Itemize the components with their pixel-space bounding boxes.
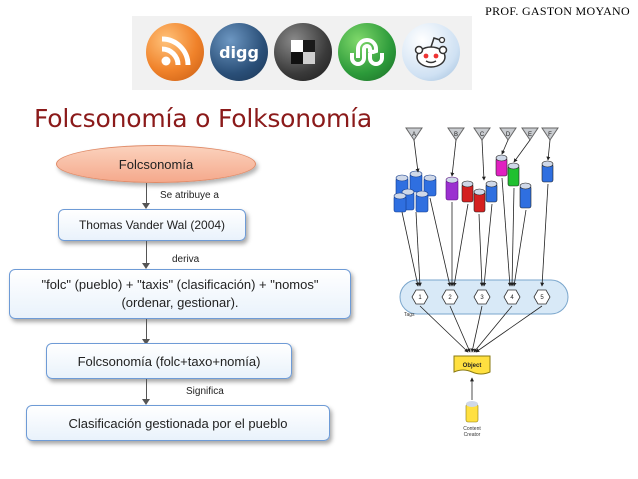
object-node: Object	[453, 355, 491, 375]
tag-letter-b: B	[447, 127, 465, 141]
connector-arrow-4	[142, 379, 150, 405]
user-cylinders	[393, 154, 554, 213]
etymology-line-2: (ordenar, gestionar).	[121, 295, 239, 310]
svg-text:Object: Object	[463, 363, 482, 369]
svg-text:C: C	[480, 132, 485, 138]
svg-text:digg: digg	[219, 43, 259, 62]
svg-text:D: D	[506, 132, 511, 138]
tag-number-2: 2	[448, 295, 452, 301]
edge-label-significa: Significa	[186, 386, 224, 397]
folcsonomia-node: Folcsonomía	[56, 145, 256, 183]
tag-letter-c: C	[473, 127, 491, 141]
tag-number-5: 5	[540, 295, 544, 301]
slide-title: Folcsonomía o Folksonomía	[34, 104, 373, 133]
tag-to-object-arrows	[419, 305, 543, 353]
svg-text:Creator: Creator	[464, 432, 481, 438]
svg-text:B: B	[454, 132, 458, 138]
tag-number-4: 4	[510, 295, 514, 301]
author-label: PROF. GASTON MOYANO	[485, 4, 630, 18]
svg-text:F: F	[548, 132, 552, 138]
tag-hexagons	[411, 289, 551, 305]
tag-letter-a: A	[405, 127, 423, 141]
tag-number-1: 1	[418, 295, 422, 301]
etymology-line-1: "folc" (pueblo) + "taxis" (clasificación…	[41, 277, 319, 292]
delicious-icon	[274, 23, 332, 81]
tag-number-3: 3	[480, 295, 484, 301]
box-folc-taxo-nomia: Folcsonomía (folc+taxo+nomía)	[46, 343, 292, 379]
connector-arrow-1	[142, 183, 150, 209]
reddit-icon	[402, 23, 460, 81]
user-to-tag-arrows	[401, 139, 551, 287]
box-thomas-vander-wal: Thomas Vander Wal (2004)	[58, 209, 246, 241]
tags-band-label: Tags	[404, 312, 415, 318]
digg-icon: digg	[210, 23, 268, 81]
svg-text:Content: Content	[463, 426, 481, 432]
edge-label-se-atribuye: Se atribuye a	[160, 190, 219, 201]
edge-label-deriva: deriva	[172, 254, 200, 265]
tag-letter-f: F	[541, 127, 559, 141]
content-creator-node: Content Creator	[463, 401, 481, 438]
svg-text:E: E	[528, 132, 532, 138]
svg-text:A: A	[412, 132, 416, 138]
tag-letter-e: E	[521, 127, 539, 141]
connector-arrow-2	[142, 241, 150, 269]
tag-letter-row: A B C D E F	[405, 127, 559, 141]
box-clasificacion: Clasificación gestionada por el pueblo	[26, 405, 330, 441]
rss-icon	[146, 23, 204, 81]
tag-letter-d: D	[499, 127, 517, 141]
connector-line-3	[142, 319, 150, 345]
stumbleupon-icon	[338, 23, 396, 81]
social-icons-strip: digg	[132, 16, 472, 90]
tagging-diagram: A B C D E F Tag	[393, 127, 569, 438]
box-etymology: "folc" (pueblo) + "taxis" (clasificación…	[9, 269, 351, 319]
